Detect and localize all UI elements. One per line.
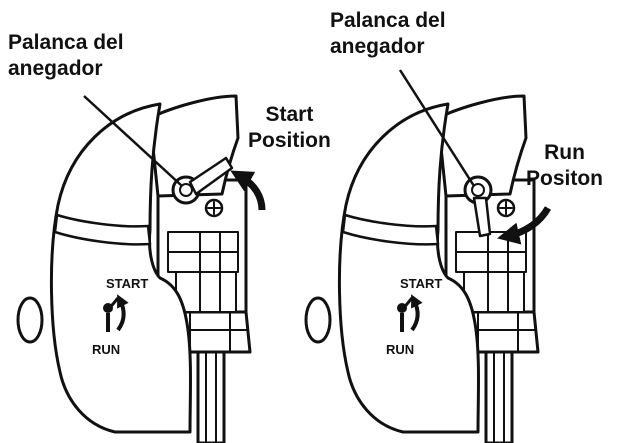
right-position-label: Run Positon	[526, 140, 603, 192]
left-decal-run-text: RUN	[92, 342, 120, 357]
right-side-knob	[304, 296, 332, 344]
left-position-label: Start Position	[248, 102, 331, 154]
right-lever-leader-line	[398, 69, 476, 187]
right-hood-band	[341, 213, 440, 246]
left-side-knob	[16, 296, 44, 344]
left-lever-label: Palanca del anegador	[8, 30, 124, 82]
left-start-arrow-icon	[230, 170, 266, 211]
left-screw	[204, 198, 224, 218]
right-position-label-line1: Run	[544, 141, 585, 164]
left-start-run-decal: START RUN	[92, 276, 148, 357]
right-engine-illustration	[304, 94, 540, 443]
right-decal-start-text: START	[400, 276, 442, 291]
right-decal-run-text: RUN	[386, 342, 414, 357]
left-hood-band	[53, 213, 152, 246]
left-engine-illustration	[16, 94, 252, 443]
left-shaft	[196, 343, 226, 443]
right-lever-label-line2: anegador	[330, 35, 425, 58]
left-position-label-line1: Start	[265, 103, 314, 126]
right-screw	[496, 198, 516, 218]
right-lever-label: Palanca del anegador	[330, 8, 446, 60]
left-lever-leader-line	[83, 95, 183, 187]
left-decal-start-text: START	[106, 276, 148, 291]
right-shaft	[484, 343, 514, 443]
right-start-run-decal: START RUN	[386, 276, 442, 357]
right-run-arrow-icon	[497, 206, 552, 245]
left-decal-arrow-icon	[116, 294, 129, 332]
right-back-panel	[436, 94, 528, 198]
left-lever-label-line2: anegador	[8, 57, 103, 80]
right-lever-label-line1: Palanca del	[330, 9, 446, 32]
right-position-label-line2: Positon	[526, 167, 603, 190]
left-position-label-line2: Position	[248, 129, 331, 152]
left-lever-label-line1: Palanca del	[8, 31, 124, 54]
right-decal-arrow-icon	[410, 294, 423, 332]
